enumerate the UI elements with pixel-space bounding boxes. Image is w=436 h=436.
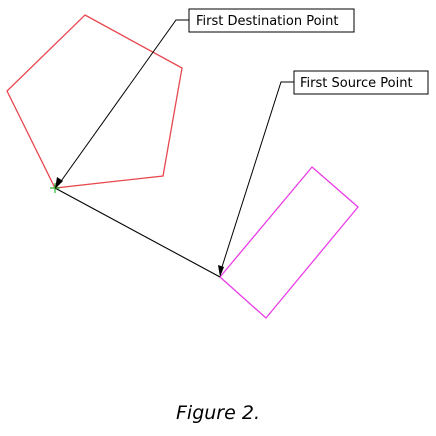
source-leader-line	[220, 81, 294, 271]
source-arrowhead	[218, 265, 224, 277]
destination-callout: First Destination Point	[188, 8, 355, 33]
source-label: First Source Point	[300, 76, 413, 91]
destination-leader-line	[58, 19, 189, 185]
destination-arrowhead	[55, 177, 63, 189]
pentagon-shape	[6, 14, 183, 189]
connection-line	[54, 187, 221, 278]
source-callout: First Source Point	[293, 70, 429, 95]
rectangle-shape	[219, 166, 359, 319]
destination-point-marker	[50, 183, 60, 193]
destination-label: First Destination Point	[196, 14, 339, 29]
figure-caption: Figure 2.	[176, 402, 260, 424]
